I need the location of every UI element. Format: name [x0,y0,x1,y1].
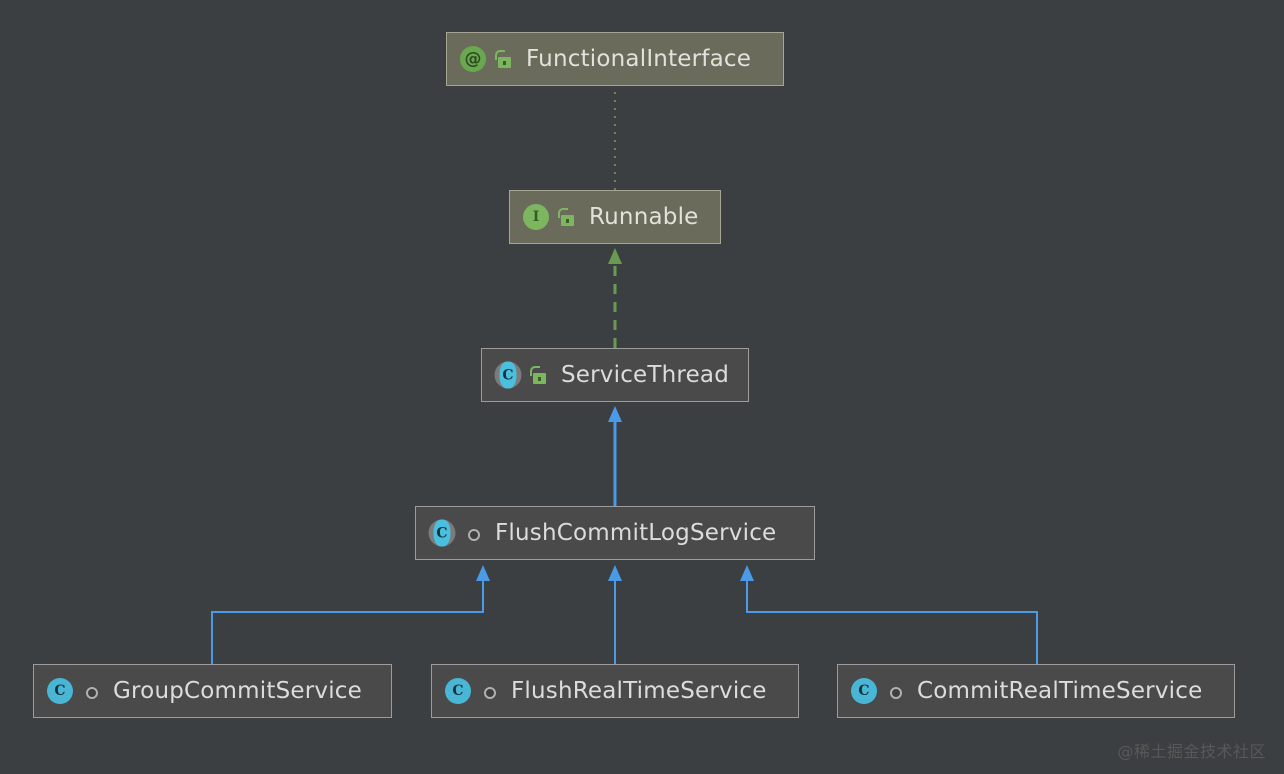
class-c-icon: C [45,676,75,706]
node-service-thread[interactable]: C ServiceThread [481,348,749,402]
green-open-padlock-icon [557,204,579,230]
watermark: @稀土掘金技术社区 [1117,742,1266,761]
node-group-commit-service[interactable]: C GroupCommitService [33,664,392,718]
class-c-icon: C [443,676,473,706]
node-label: FunctionalInterface [526,45,752,72]
node-label: FlushRealTimeService [511,677,767,704]
green-open-padlock-icon [494,46,516,72]
edge-groupcommitservice-flushcommitlogservice [211,565,490,664]
node-flush-real-time-service[interactable]: C FlushRealTimeService [431,664,799,718]
abstract-class-c-icon: C [493,360,523,390]
node-commit-real-time-service[interactable]: C CommitRealTimeService [837,664,1235,718]
edge-commitrealtimeservice-flushcommitlogservice [740,565,1038,664]
green-open-padlock-icon [529,362,551,388]
gray-ring-dot-icon [885,678,907,704]
interface-i-icon: I [521,202,551,232]
node-runnable[interactable]: I Runnable [509,190,721,244]
gray-ring-dot-icon [479,678,501,704]
annotation-at-icon: @ [458,44,488,74]
class-c-icon: C [849,676,879,706]
gray-ring-dot-icon [463,520,485,546]
node-label: CommitRealTimeService [917,677,1203,704]
node-label: ServiceThread [561,361,730,388]
node-functional-interface[interactable]: @ FunctionalInterface [446,32,784,86]
gray-ring-dot-icon [81,678,103,704]
node-flush-commit-log-service[interactable]: C FlushCommitLogService [415,506,815,560]
node-label: GroupCommitService [113,677,362,704]
node-label: FlushCommitLogService [495,519,777,546]
abstract-class-c-icon: C [427,518,457,548]
node-label: Runnable [589,203,699,230]
